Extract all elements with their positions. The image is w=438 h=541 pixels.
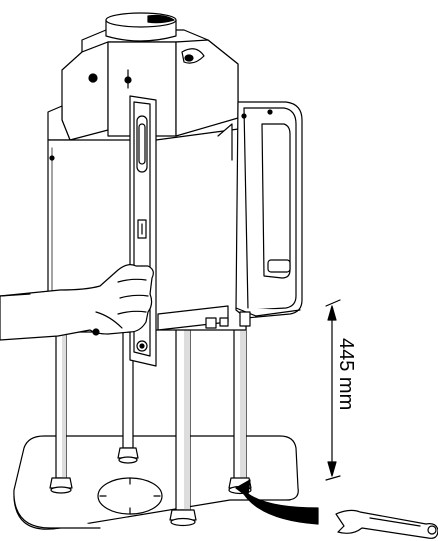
floor-plate [13,435,299,530]
curved-arrow-icon [235,479,319,525]
dimension-marker [325,299,341,481]
side-panel [235,101,303,327]
hand-icon [0,264,154,341]
legs [49,299,252,527]
dimension-label: 445 mm [335,338,357,410]
